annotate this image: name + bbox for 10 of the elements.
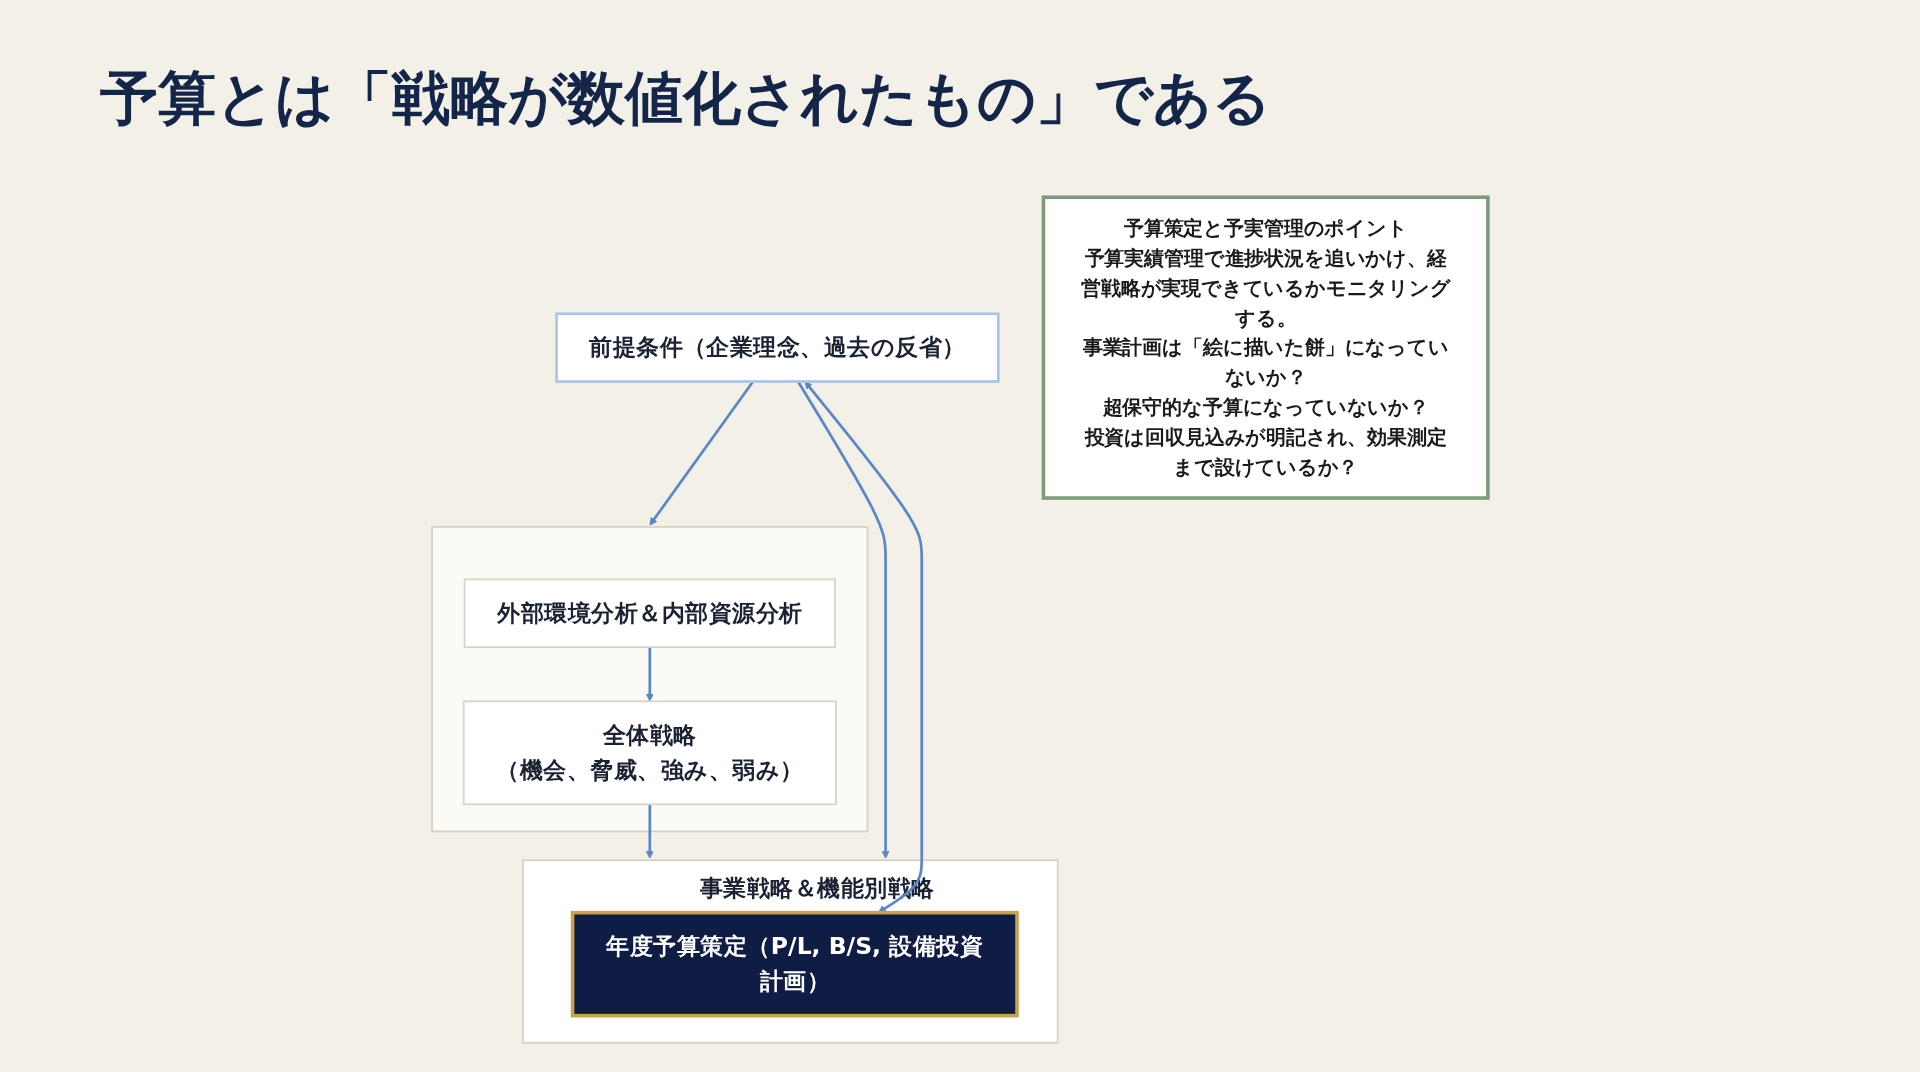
- node-box: 予算策定と予実管理のポイント 予算実績管理で進捗状況を追いかけ、経営戦略が実現できているかモニタリングする。 事業計画は「絵に描いた餅」になっていないか？ 超保守的な予算になっていないか？ 投資は回収見込みが明記され、効果測定まで設けているか？: [1041, 195, 1490, 500]
- arrow: [645, 647, 654, 702]
- title: 予算とは「戦略が数値化されたもの」である: [100, 63, 1271, 134]
- cluster: [431, 526, 869, 833]
- node-box: 前提条件（企業理念、過去の反省）: [555, 312, 1000, 383]
- node-box: 年度予算策定（P/L, B/S, 設備投資計画）: [570, 910, 1019, 1018]
- arrow: [645, 804, 654, 859]
- arrow: [804, 381, 924, 913]
- node-box: 全体戦略 （機会、脅威、強み、弱み）: [462, 700, 837, 806]
- node-box: 外部環境分析＆内部資源分析: [463, 578, 836, 648]
